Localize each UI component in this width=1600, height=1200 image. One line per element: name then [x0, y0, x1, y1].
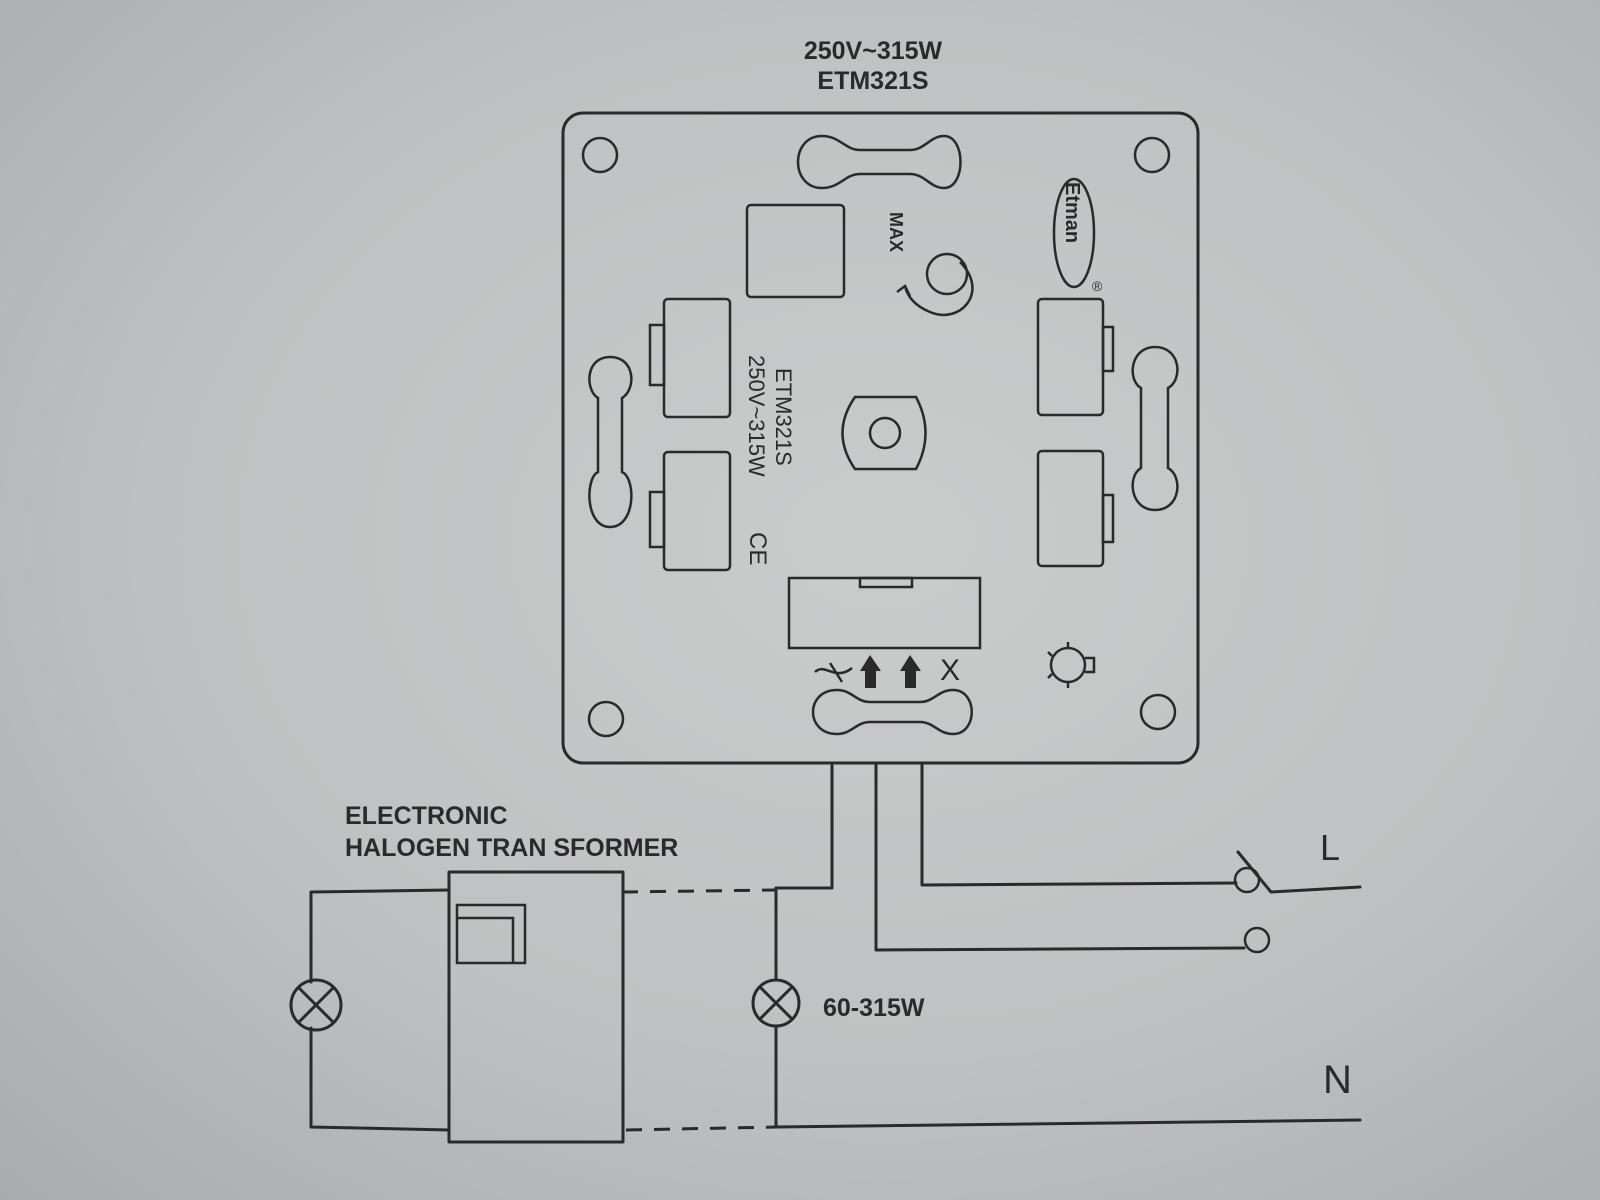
mounting-hole-icon	[1139, 693, 1177, 731]
dimmer-symbol-icon	[814, 662, 853, 683]
keyhole-slot-icon	[811, 688, 973, 736]
mounting-hole-icon	[581, 136, 619, 174]
secondary-wire	[309, 888, 451, 1132]
print-model: ETM321S	[771, 368, 796, 466]
keyhole-slot-icon	[1131, 345, 1179, 512]
transformer-label-line2: HALOGEN TRAN SFORMER	[345, 834, 678, 862]
brand-name: Etman	[1061, 182, 1083, 243]
neutral-bus	[774, 1118, 1362, 1129]
wire-load	[774, 762, 834, 890]
terminal-block-left-bottom	[662, 450, 732, 572]
print-rating: 250V~315W	[744, 355, 769, 477]
connector-strip	[787, 576, 982, 650]
mounting-hole-icon	[1133, 136, 1171, 174]
trim-potentiometer-icon	[925, 252, 969, 296]
switch-icon	[1236, 850, 1362, 894]
supply-line-label: L	[1320, 827, 1340, 868]
terminal-block-left-top	[662, 297, 732, 419]
mounting-hole-icon	[587, 700, 625, 738]
keyhole-slot-icon	[796, 134, 962, 190]
terminal-block-right-bottom	[1036, 449, 1105, 568]
load-power-range: 60-315W	[823, 994, 925, 1022]
terminal-x-symbol: X	[940, 654, 960, 687]
header-rating: 250V~315W	[804, 37, 943, 65]
supply-neutral-label: N	[1323, 1058, 1352, 1102]
ce-mark: CE	[744, 532, 771, 565]
component-block	[745, 203, 846, 299]
header-model: ETM321S	[817, 67, 928, 95]
max-label: MAX	[886, 212, 906, 252]
supply-terminal-neutral	[1243, 926, 1271, 954]
transformer-link-top	[621, 888, 777, 894]
rotation-arrow-icon	[903, 261, 974, 317]
lamp-icon	[289, 978, 343, 1032]
supply-terminal-line	[1233, 866, 1261, 894]
lamp-icon	[751, 978, 801, 1028]
halogen-transformer	[447, 870, 625, 1144]
bulb-icon	[1047, 642, 1096, 688]
dimmer-shaft	[841, 395, 927, 471]
arrow-up-icon	[900, 655, 921, 688]
transformer-link-bottom	[625, 1125, 777, 1132]
wire-neutral-supply	[874, 762, 1246, 952]
registered-mark: ®	[1092, 278, 1103, 294]
dimmer-plate: MAX Etman ® ETM321S 250V~315W CE	[561, 111, 1200, 765]
wire-line-supply	[920, 762, 1238, 887]
arrow-up-icon	[860, 655, 881, 688]
transformer-label-line1: ELECTRONIC	[345, 802, 508, 830]
terminal-block-right-top	[1036, 297, 1105, 417]
brand-logo: Etman ®	[1052, 177, 1103, 294]
keyhole-slot-icon	[588, 355, 633, 529]
